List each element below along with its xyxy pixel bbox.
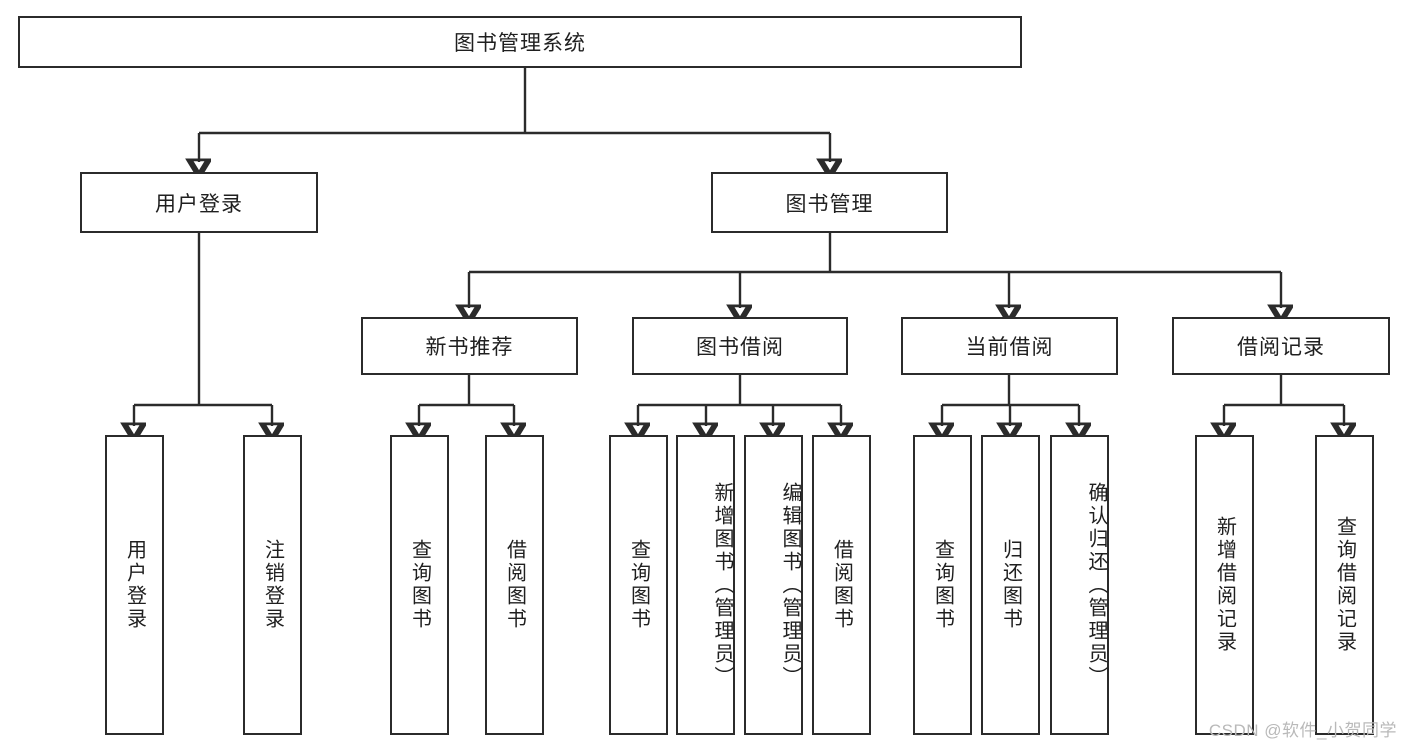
node-book-borrow[interactable]: 图书借阅 xyxy=(632,317,848,375)
node-leaf-query-book-3-label: 查询图书 xyxy=(931,539,954,631)
node-user-login-label: 用户登录 xyxy=(155,192,243,216)
node-leaf-user-login-label: 用户登录 xyxy=(123,539,146,631)
node-leaf-user-login[interactable]: 用户登录 xyxy=(105,435,164,735)
node-new-book-recommend[interactable]: 新书推荐 xyxy=(361,317,578,375)
node-leaf-query-book-1[interactable]: 查询图书 xyxy=(390,435,449,735)
node-new-book-recommend-label: 新书推荐 xyxy=(425,336,514,359)
node-leaf-query-book-2[interactable]: 查询图书 xyxy=(609,435,668,735)
node-leaf-borrow-book-1-label: 借阅图书 xyxy=(503,539,526,631)
watermark: CSDN @软件_小贺同学 xyxy=(1208,721,1397,740)
node-leaf-edit-book-label: 编辑图书（管理员） xyxy=(779,481,801,689)
node-leaf-logout-label: 注销登录 xyxy=(261,539,284,631)
node-leaf-edit-book[interactable]: 编辑图书（管理员） xyxy=(744,435,803,735)
node-leaf-query-book-3[interactable]: 查询图书 xyxy=(913,435,972,735)
node-leaf-confirm-return-label: 确认归还（管理员） xyxy=(1085,481,1107,689)
node-current-borrow[interactable]: 当前借阅 xyxy=(901,317,1118,375)
node-leaf-return-book-label: 归还图书 xyxy=(999,539,1022,631)
node-user-login[interactable]: 用户登录 xyxy=(80,172,318,233)
node-leaf-return-book[interactable]: 归还图书 xyxy=(981,435,1040,735)
node-book-manage[interactable]: 图书管理 xyxy=(711,172,948,233)
node-leaf-query-record-label: 查询借阅记录 xyxy=(1333,516,1356,654)
node-leaf-confirm-return[interactable]: 确认归还（管理员） xyxy=(1050,435,1109,735)
node-leaf-logout[interactable]: 注销登录 xyxy=(243,435,302,735)
node-leaf-borrow-book-2[interactable]: 借阅图书 xyxy=(812,435,871,735)
node-leaf-borrow-book-1[interactable]: 借阅图书 xyxy=(485,435,544,735)
node-leaf-add-book[interactable]: 新增图书（管理员） xyxy=(676,435,735,735)
node-book-manage-label: 图书管理 xyxy=(785,192,874,216)
node-leaf-add-record-label: 新增借阅记录 xyxy=(1213,516,1236,654)
node-leaf-query-record[interactable]: 查询借阅记录 xyxy=(1315,435,1374,735)
node-root[interactable]: 图书管理系统 xyxy=(18,16,1022,68)
node-current-borrow-label: 当前借阅 xyxy=(965,336,1054,359)
node-leaf-query-book-1-label: 查询图书 xyxy=(408,539,431,631)
node-leaf-borrow-book-2-label: 借阅图书 xyxy=(830,539,853,631)
node-book-borrow-label: 图书借阅 xyxy=(696,336,784,359)
node-leaf-query-book-2-label: 查询图书 xyxy=(627,539,650,631)
node-borrow-record-label: 借阅记录 xyxy=(1237,336,1325,359)
node-leaf-add-record[interactable]: 新增借阅记录 xyxy=(1195,435,1254,735)
node-root-label: 图书管理系统 xyxy=(454,32,586,55)
node-leaf-add-book-label: 新增图书（管理员） xyxy=(711,481,733,689)
node-borrow-record[interactable]: 借阅记录 xyxy=(1172,317,1390,375)
